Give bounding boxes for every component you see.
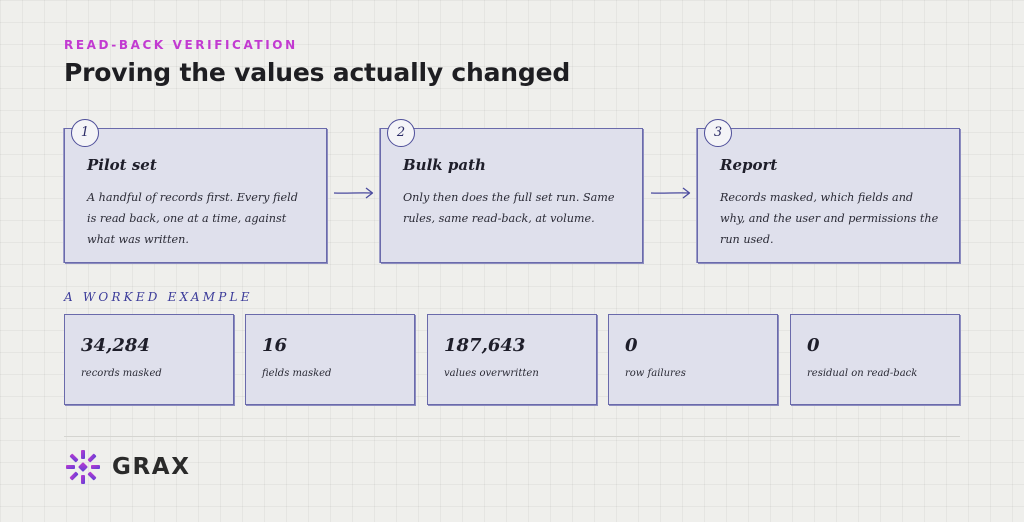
stat-card-values-overwritten: 187,643 values overwritten bbox=[427, 314, 597, 405]
worked-example-label: A WORKED EXAMPLE bbox=[64, 290, 253, 304]
stat-value: 34,284 bbox=[81, 335, 150, 356]
step-body: Records masked, which fields and why, an… bbox=[720, 191, 939, 246]
stat-value: 16 bbox=[262, 335, 288, 356]
step-card-report: 3 Report Records masked, which fields an… bbox=[697, 119, 960, 263]
step-title: Report bbox=[720, 156, 778, 174]
eyebrow: READ-BACK VERIFICATION bbox=[64, 38, 298, 52]
page-title: Proving the values actually changed bbox=[64, 58, 571, 87]
stat-label: residual on read-back bbox=[807, 368, 918, 379]
step-body: Only then does the full set run. Same ru… bbox=[403, 191, 615, 225]
grax-logo-icon bbox=[66, 450, 100, 484]
stat-card-residual-on-read-back: 0 residual on read-back bbox=[790, 314, 960, 405]
stat-label: fields masked bbox=[262, 368, 332, 379]
stat-card-fields-masked: 16 fields masked bbox=[245, 314, 415, 405]
stat-value: 187,643 bbox=[444, 335, 526, 356]
step-number: 3 bbox=[704, 119, 732, 147]
step-body: A handful of records first. Every field … bbox=[87, 191, 298, 246]
stat-value: 0 bbox=[807, 335, 820, 356]
step-card-bulk-path: 2 Bulk path Only then does the full set … bbox=[380, 119, 643, 263]
stat-label: row failures bbox=[625, 368, 686, 379]
stat-label: records masked bbox=[81, 368, 162, 379]
arrow-right-icon bbox=[333, 187, 374, 199]
stat-card-records-masked: 34,284 records masked bbox=[64, 314, 234, 405]
step-title: Bulk path bbox=[403, 156, 486, 174]
stat-value: 0 bbox=[625, 335, 638, 356]
step-card-pilot-set: 1 Pilot set A handful of records first. … bbox=[64, 119, 327, 263]
grax-logo: GRAX bbox=[64, 449, 191, 485]
logo-wordmark: GRAX bbox=[112, 454, 191, 480]
stat-card-row-failures: 0 row failures bbox=[608, 314, 778, 405]
footer-divider bbox=[64, 436, 960, 437]
arrow-right-icon bbox=[650, 187, 691, 199]
stat-label: values overwritten bbox=[444, 368, 539, 379]
step-number: 1 bbox=[71, 119, 99, 147]
step-title: Pilot set bbox=[87, 156, 157, 174]
step-number: 2 bbox=[387, 119, 415, 147]
